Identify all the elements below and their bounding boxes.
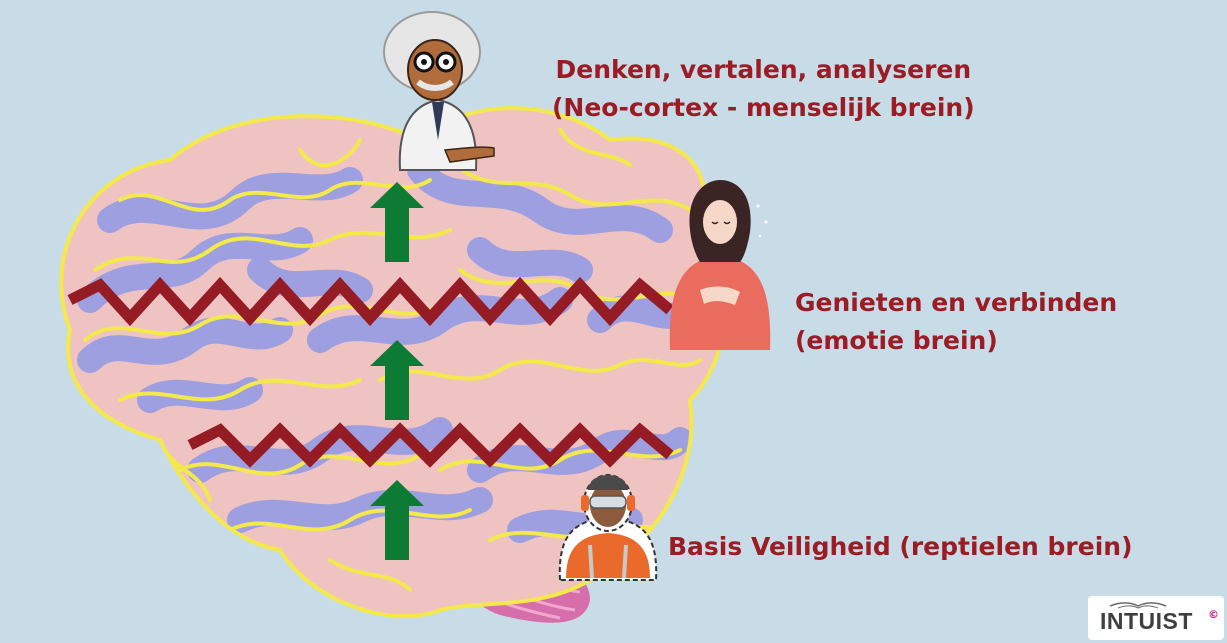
label-neocortex-line2: (Neo-cortex - menselijk brein) (552, 93, 975, 122)
professor-figure-icon (383, 11, 495, 171)
woman-hand-on-heart-icon (669, 180, 771, 350)
divider-upper-zigzag (67, 276, 674, 327)
green-up-arrow-icon (370, 340, 424, 420)
logo-text: INTUIST (1100, 608, 1193, 634)
green-up-arrow-icon (370, 182, 424, 262)
worker-safety-gear-icon (558, 474, 658, 581)
brain-outline (59, 106, 728, 619)
label-neocortex-line1: Denken, vertalen, analyseren (555, 55, 972, 84)
label-reptile: Basis Veiligheid (reptielen brein) (668, 528, 1133, 566)
green-up-arrow-icon (370, 480, 424, 560)
logo-mark: © (1208, 608, 1219, 621)
label-emotion-line2: (emotie brein) (795, 326, 998, 355)
intuist-logo: INTUIST © (1088, 596, 1224, 640)
label-emotion-line1: Genieten en verbinden (795, 288, 1118, 317)
label-reptile-line1: Basis Veiligheid (reptielen brein) (668, 532, 1133, 561)
logo-wings-icon (1109, 602, 1167, 609)
label-emotion: Genieten en verbinden (emotie brein) (795, 284, 1117, 360)
divider-lower-zigzag (187, 422, 674, 468)
label-neocortex: Denken, vertalen, analyseren (Neo-cortex… (552, 51, 975, 127)
